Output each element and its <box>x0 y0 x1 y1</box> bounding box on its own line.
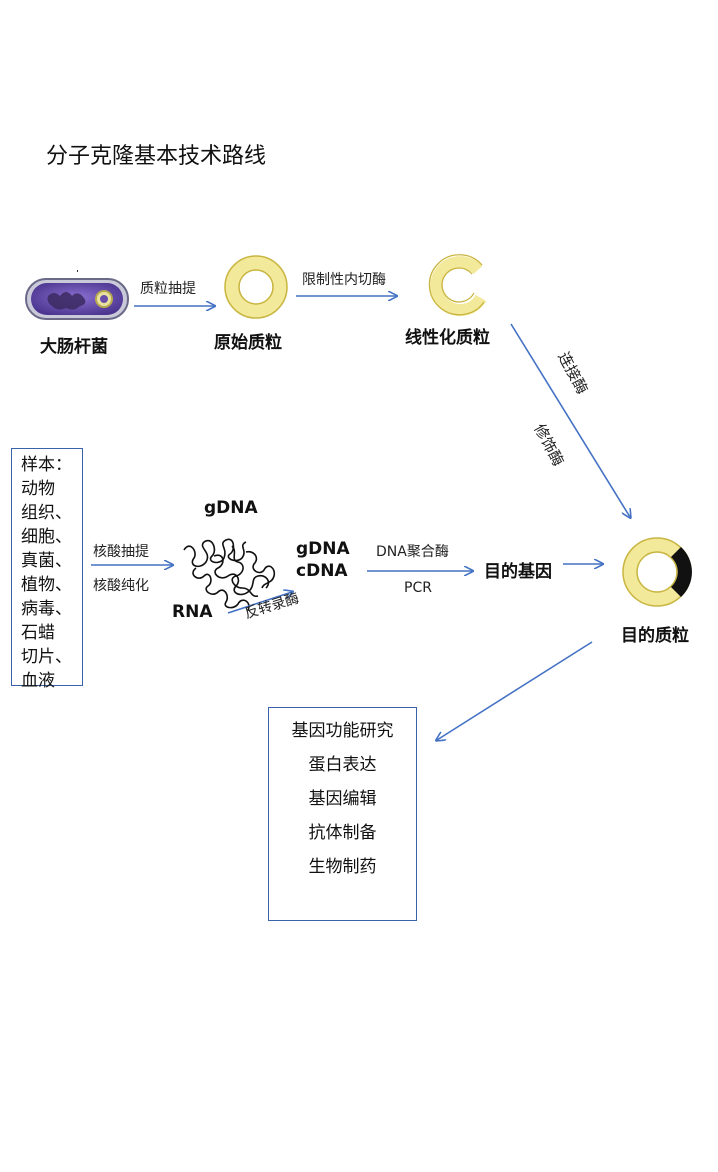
diagram-title: 分子克隆基本技术路线 <box>46 144 267 169</box>
target-plasmid-icon <box>622 537 692 607</box>
arrow-reverse-transcription <box>227 592 292 614</box>
sample-line: 石蜡 <box>21 623 55 643</box>
sample-line: 动物 <box>21 479 55 499</box>
arrow-to-applications <box>437 641 593 740</box>
ecoli-label: 大肠杆菌 <box>40 337 108 357</box>
gdna-label: gDNA <box>296 539 350 559</box>
target-plasmid-label: 目的质粒 <box>621 626 689 646</box>
cdna-label: cDNA <box>296 561 348 581</box>
sample-line: 组织、 <box>21 503 72 523</box>
application-item: 生物制药 <box>308 857 377 877</box>
original-plasmid-label: 原始质粒 <box>214 333 282 353</box>
application-item: 基因编辑 <box>308 789 377 809</box>
sample-line: 切片、 <box>21 647 72 667</box>
arrows <box>91 296 630 740</box>
gdna-top-label: gDNA <box>204 498 258 518</box>
sample-line: 真菌、 <box>21 551 72 571</box>
sample-line: 样本： <box>21 455 72 475</box>
target-gene-label: 目的基因 <box>484 562 552 582</box>
step-plasmid-extraction-label: 质粒抽提 <box>140 281 196 297</box>
linearized-plasmid-icon <box>428 254 487 317</box>
original-plasmid-icon <box>224 255 288 319</box>
nucleic-purification-label: 核酸纯化 <box>93 578 149 594</box>
ecoli-icon <box>25 270 129 320</box>
sample-box: 样本： 动物 组织、 细胞、 真菌、 植物、 病毒、 石蜡 切片、 血液 <box>11 448 83 691</box>
linearized-plasmid-label: 线性化质粒 <box>405 328 490 348</box>
nucleic-acid-icon <box>183 538 276 611</box>
application-item: 基因功能研究 <box>291 721 394 741</box>
pcr-label: PCR <box>404 580 432 596</box>
nucleic-extraction-label: 核酸抽提 <box>93 544 149 560</box>
arrow-to-target-plasmid <box>510 323 630 517</box>
applications-box: 基因功能研究 蛋白表达 基因编辑 抗体制备 生物制药 <box>268 707 417 921</box>
sample-line: 植物、 <box>21 575 72 595</box>
dna-polymerase-label: DNA聚合酶 <box>376 544 449 560</box>
sample-line: 血液 <box>21 671 55 691</box>
application-item: 蛋白表达 <box>308 755 377 775</box>
sample-line: 细胞、 <box>21 527 72 547</box>
rna-label: RNA <box>172 602 213 622</box>
restriction-enzyme-label: 限制性内切酶 <box>302 272 386 288</box>
sample-line: 病毒、 <box>21 599 72 619</box>
application-item: 抗体制备 <box>308 823 377 843</box>
